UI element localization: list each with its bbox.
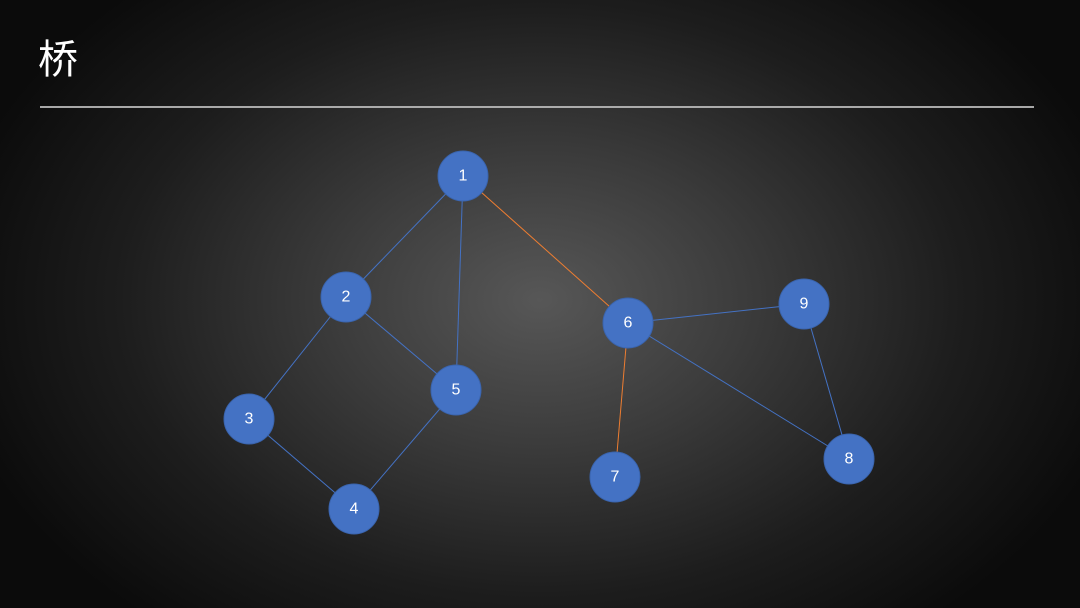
node-label: 4 [350,501,359,518]
node-label: 9 [800,296,809,313]
node-label: 1 [459,168,468,185]
edge-1-5 [455,175,464,391]
graph-node-3: 3 [223,393,275,445]
node-label: 3 [245,411,254,428]
bridge-edge-1-6 [462,175,629,324]
node-circle [589,451,641,503]
graph-node-1: 1 [437,150,489,202]
node-label: 7 [611,469,620,486]
node-label: 8 [845,451,854,468]
node-circle [437,150,489,202]
graph-node-4: 4 [328,483,380,535]
node-label: 5 [452,382,461,399]
title-divider [40,106,1034,108]
node-circle [223,393,275,445]
slide-title: 桥 [38,37,79,83]
node-circle [430,364,482,416]
node-circle [823,433,875,485]
node-circle [328,483,380,535]
graph-node-2: 2 [320,271,372,323]
edge-4-5 [353,389,457,510]
node-circle [602,297,654,349]
edge-2-3 [248,296,347,420]
node-label: 6 [624,315,633,332]
edges-layer [248,175,850,510]
node-label: 2 [342,289,351,306]
nodes-layer: 1 2 3 4 5 6 7 8 9 [223,150,875,535]
bridge-edge-6-7 [614,322,629,478]
graph-node-7: 7 [589,451,641,503]
graph-node-8: 8 [823,433,875,485]
edge-1-2 [345,175,464,298]
edge-6-9 [627,303,805,324]
graph-node-9: 9 [778,278,830,330]
node-circle [778,278,830,330]
edge-6-8 [627,322,850,460]
node-circle [320,271,372,323]
graph-node-5: 5 [430,364,482,416]
graph-node-6: 6 [602,297,654,349]
edge-9-8 [803,303,850,460]
